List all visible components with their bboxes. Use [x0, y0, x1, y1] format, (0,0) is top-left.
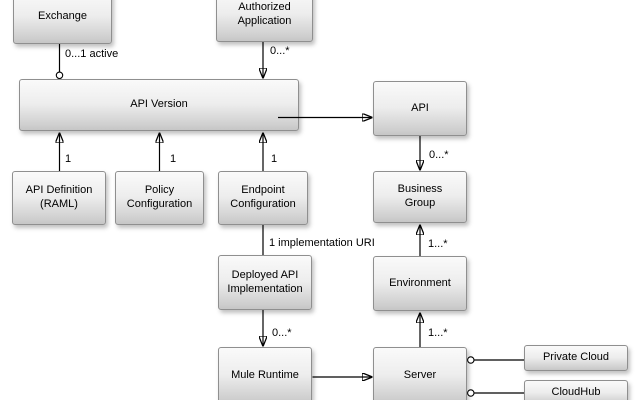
edge-server-cloudhub: [467, 389, 524, 397]
node-authorized-application-label: Authorized Application: [237, 1, 292, 27]
node-server-label: Server: [403, 369, 437, 382]
node-mule-runtime-label: Mule Runtime: [231, 369, 299, 382]
edge-exchange-apiversion: [55, 44, 64, 80]
edge-label-environment-businessgroup-multiplicity: 1...*: [428, 238, 448, 250]
node-cloudhub: CloudHub: [524, 380, 628, 400]
node-endpoint-configuration: Endpoint Configuration: [218, 171, 308, 225]
node-business-group-label: Business Group: [397, 183, 443, 209]
open-circle-anchor: [467, 356, 475, 364]
node-api: API: [373, 81, 467, 136]
node-deployed-api-implementation: Deployed API Implementation: [218, 255, 312, 310]
node-mule-runtime: Mule Runtime: [218, 347, 312, 400]
edge-label-implementation-uri: 1 implementation URI: [269, 237, 375, 249]
node-environment-label: Environment: [389, 276, 451, 289]
node-policy-configuration: Policy Configuration: [115, 171, 204, 225]
edge-label-server-environment-multiplicity: 1...*: [428, 327, 448, 339]
edge-label-exchange-multiplicity: 0...1 active: [65, 48, 119, 60]
edge-label-api-businessgroup-multiplicity: 0...*: [429, 149, 449, 161]
node-api-definition-raml-label: API Definition (RAML): [25, 184, 93, 210]
node-deployed-api-implementation-label: Deployed API Implementation: [227, 268, 303, 295]
edge-label-policyconfig-multiplicity: 1: [170, 153, 177, 165]
edge-server-privatecloud: [467, 356, 524, 364]
open-circle-anchor: [55, 71, 64, 80]
node-api-definition-raml: API Definition (RAML): [12, 171, 106, 225]
node-private-cloud-label: Private Cloud: [542, 351, 610, 364]
edge-label-endpointconfig-multiplicity: 1: [271, 153, 278, 165]
node-api-version: API Version: [19, 79, 299, 131]
node-cloudhub-label: CloudHub: [551, 386, 601, 399]
open-circle-anchor: [467, 389, 475, 397]
node-api-label: API: [411, 101, 429, 114]
node-exchange-label: Exchange: [38, 10, 87, 23]
node-policy-configuration-label: Policy Configuration: [126, 184, 193, 210]
edge-label-deployedapi-muleruntime-multiplicity: 0...*: [272, 327, 292, 339]
node-server: Server: [373, 347, 467, 400]
node-exchange: Exchange: [13, 0, 112, 44]
node-environment: Environment: [373, 256, 467, 311]
node-authorized-application: Authorized Application: [216, 0, 313, 42]
edge-label-authorizedapp-multiplicity: 0...*: [270, 45, 290, 57]
node-private-cloud: Private Cloud: [524, 345, 628, 371]
node-api-version-label: API Version: [130, 98, 188, 111]
node-business-group: Business Group: [373, 171, 467, 223]
edge-label-apidefinition-multiplicity: 1: [65, 153, 72, 165]
node-endpoint-configuration-label: Endpoint Configuration: [230, 184, 296, 210]
